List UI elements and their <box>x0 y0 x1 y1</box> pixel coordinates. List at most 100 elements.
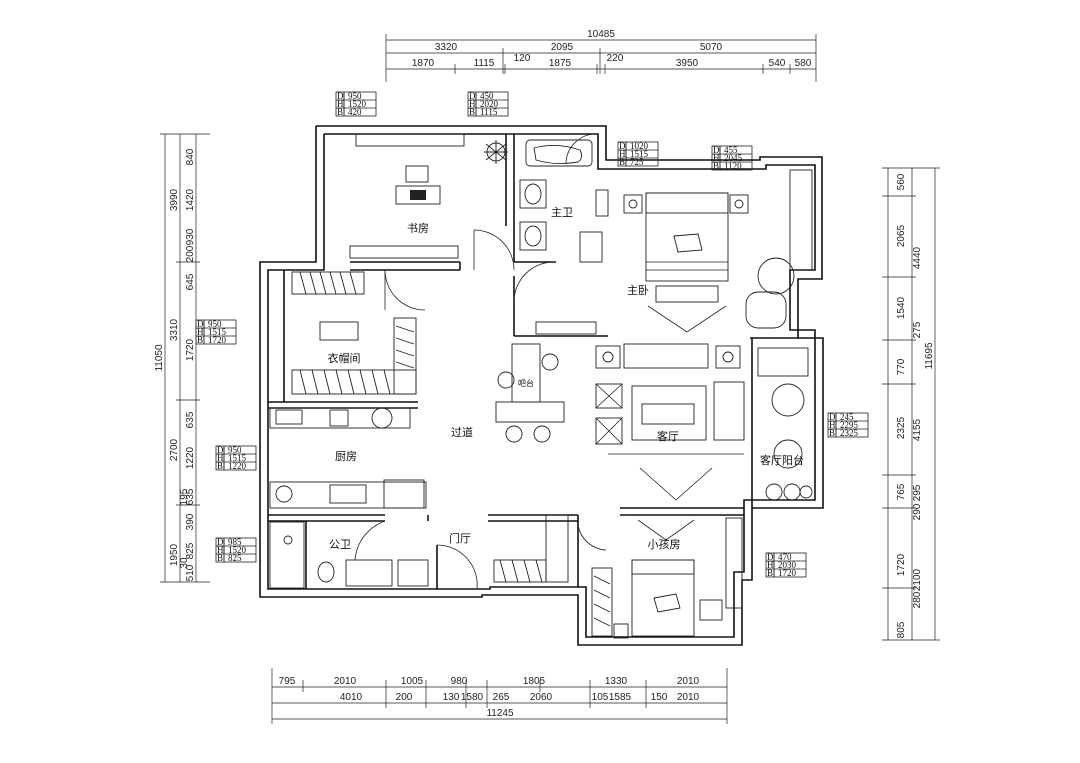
dim-top-2-f: 3950 <box>676 58 699 69</box>
room-label-living-balcony: 客厅阳台 <box>760 453 804 467</box>
tag-h: 1515 <box>228 453 247 463</box>
kitchen-fixtures <box>269 407 427 509</box>
room-label-public-bath: 公卫 <box>329 538 351 551</box>
dim-bottom-1-e: 1805 <box>523 676 546 687</box>
svg-text:H: H <box>619 149 626 159</box>
dim-right-overall: 11695 <box>924 342 935 370</box>
dim-top-2-c: 120 <box>514 53 531 64</box>
room-label-study: 书房 <box>407 222 429 235</box>
svg-text:H: H <box>217 545 224 555</box>
dhb-tag-public-bath: DHB 985 1520 825 <box>215 537 257 563</box>
dim-left-2-j: 635 <box>185 488 196 505</box>
dim-left-2-m: 30 <box>179 557 190 569</box>
dim-left-2-i: 195 <box>179 488 190 505</box>
dim-bottom-2-a: 4010 <box>340 692 363 703</box>
room-label-master-bath: 主卫 <box>551 206 573 219</box>
tag-b: 1220 <box>228 461 247 471</box>
svg-text:D: D <box>217 445 224 455</box>
entrance-furniture <box>493 514 569 583</box>
tag-d: 470 <box>778 552 792 562</box>
tag-d: 950 <box>208 319 222 329</box>
dim-bottom-overall: 11245 <box>486 708 514 719</box>
dim-bottom-2-c: 130 <box>443 692 460 703</box>
exterior-walls <box>259 125 824 646</box>
tag-d: 1020 <box>630 141 649 151</box>
svg-text:D: D <box>619 141 626 151</box>
tag-h: 2020 <box>480 99 499 109</box>
dim-bottom-2-e: 265 <box>493 692 510 703</box>
svg-text:D: D <box>713 145 720 155</box>
svg-text:H: H <box>197 327 204 337</box>
svg-text:B: B <box>829 428 835 438</box>
dim-top-2-h: 580 <box>795 58 812 69</box>
room-label-corridor: 过道 <box>451 425 473 439</box>
svg-text:D: D <box>197 319 204 329</box>
tag-b: 825 <box>228 553 242 563</box>
master-bath-fixtures <box>519 139 609 263</box>
tag-b: 1115 <box>480 107 498 117</box>
right-dimension-lines <box>882 167 940 641</box>
svg-text:B: B <box>337 107 343 117</box>
dim-top-1-a: 3320 <box>435 42 458 53</box>
tag-h: 1515 <box>208 327 227 337</box>
dhb-tag-kitchen: DHB 950 1515 1220 <box>215 445 257 471</box>
room-label-living: 客厅 <box>657 429 679 443</box>
door-swings <box>354 133 607 590</box>
living-room-furniture <box>595 343 745 501</box>
dim-top-2-a: 1870 <box>412 58 435 69</box>
dim-right-1-f: 2325 <box>896 416 907 439</box>
dim-top-2-b: 1115 <box>474 58 495 69</box>
tag-h: 2295 <box>840 420 859 430</box>
tag-b: 1720 <box>208 335 227 345</box>
tag-b: 2325 <box>840 428 859 438</box>
dim-right-2-c: 295 <box>912 484 923 501</box>
dim-bottom-2-g: 105 <box>592 692 609 703</box>
dim-left-2-a: 840 <box>185 148 196 165</box>
dim-right-2-d: 290 <box>912 503 923 520</box>
tag-d: 950 <box>348 91 362 101</box>
tag-h: 2045 <box>724 153 743 163</box>
tag-b: 1720 <box>778 568 797 578</box>
tag-h: 1520 <box>228 545 247 555</box>
tag-b: 725 <box>630 157 644 167</box>
dim-bottom-1-g: 2010 <box>677 676 700 687</box>
svg-text:D: D <box>217 537 224 547</box>
tag-h: 2030 <box>778 560 797 570</box>
dhb-tag-balcony: DHB 245 2295 2325 <box>827 412 869 438</box>
tag-d: 455 <box>724 145 738 155</box>
svg-text:B: B <box>197 335 203 345</box>
bar-furniture <box>495 343 565 443</box>
bottom-dimension-lines <box>271 668 728 724</box>
dhb-tag-master-closet: DHB 455 2045 1120 <box>711 145 753 171</box>
dim-right-1-g: 765 <box>896 483 907 500</box>
dim-left-overall: 11050 <box>154 344 165 372</box>
dim-top-1-c: 5070 <box>700 42 723 53</box>
dim-left-2-k: 390 <box>185 513 196 530</box>
svg-text:H: H <box>713 153 720 163</box>
dhb-tag-cloakroom: DHB 950 1515 1720 <box>195 319 237 345</box>
dim-right-2-a: 4440 <box>912 246 923 269</box>
study-furniture <box>349 133 508 259</box>
dim-right-1-h: 1720 <box>896 553 907 576</box>
svg-text:H: H <box>767 560 774 570</box>
dim-left-2-g: 635 <box>185 411 196 428</box>
svg-text:D: D <box>469 91 476 101</box>
dhb-tag-wardrobe: DHB 450 2020 1115 <box>467 91 509 117</box>
svg-text:H: H <box>217 453 224 463</box>
dim-top-1-b: 2095 <box>551 42 574 53</box>
dim-top-2-d: 1875 <box>549 58 572 69</box>
dim-right-1-d: 275 <box>912 321 923 338</box>
dhb-tag-kids-room: DHB 470 2030 1720 <box>765 552 807 578</box>
dim-bottom-2-j: 2010 <box>677 692 700 703</box>
svg-text:D: D <box>829 412 836 422</box>
tag-d: 245 <box>840 412 854 422</box>
cloakroom-furniture <box>291 271 417 395</box>
dim-right-2-b: 4155 <box>912 418 923 441</box>
dim-left-1-d: 1950 <box>169 543 180 566</box>
dim-bottom-2-b: 200 <box>396 692 413 703</box>
svg-text:B: B <box>767 568 773 578</box>
room-label-bar: 吧台 <box>518 378 534 388</box>
dim-top-2-e: 220 <box>607 53 624 64</box>
dim-left-2-n: 510 <box>185 564 196 581</box>
